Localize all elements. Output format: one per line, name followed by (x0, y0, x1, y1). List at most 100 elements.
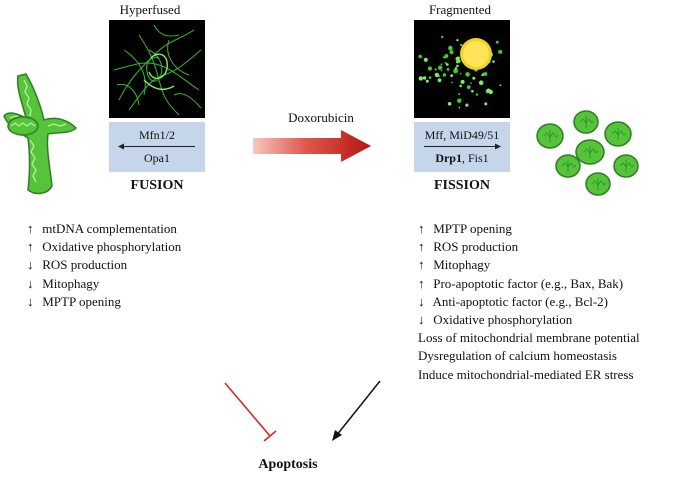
fusion-heading: FUSION (130, 178, 184, 193)
mito-punctum (438, 65, 443, 70)
mito-punctum (459, 84, 462, 88)
mito-punctum (425, 79, 429, 83)
fusion-protein-top: Mfn1/2 (139, 128, 175, 142)
mito-punctum (440, 63, 443, 66)
mito-punctum (458, 106, 461, 109)
list-item: ↑ mtDNA complementation (27, 221, 177, 236)
mito-punctum (448, 45, 453, 51)
mitochondrion-cristae (583, 146, 599, 158)
fusion-direction-line (119, 146, 195, 147)
mito-punctum (444, 62, 447, 64)
mito-punctum (472, 76, 476, 80)
list-item: ↑ Pro-apoptotic factor (e.g., Bax, Bak) (418, 275, 624, 291)
mitochondrion-cristae (561, 160, 577, 172)
list-item: ↓ Mitophagy (27, 275, 100, 291)
fission-protein-top: Mff, MiD49/51 (424, 128, 500, 142)
fusion-left-arrowhead (118, 143, 124, 150)
mito-punctum (492, 60, 495, 63)
mito-punctum (447, 102, 452, 106)
mito-punctum (418, 54, 422, 59)
mito-punctum (495, 40, 499, 44)
mito-punctum (434, 68, 437, 71)
mito-punctum (484, 102, 488, 106)
list-item: ↓ Anti-apoptotic factor (e.g., Bcl-2) (418, 293, 608, 309)
mito-punctum (423, 57, 428, 62)
fusion-protein-box: Mfn1/2 Opa1 (109, 122, 205, 172)
mito-punctum (470, 82, 472, 84)
mito-punctum (437, 78, 442, 83)
hyperfused-micrograph (109, 20, 205, 118)
doxorubicin-arrow (253, 130, 371, 162)
mito-punctum (443, 55, 447, 59)
list-item: Loss of mitochondrial membrane potential (418, 330, 640, 346)
mito-punctum (457, 98, 462, 103)
fragmented-micrograph (414, 20, 510, 118)
fission-effects-list: ↑ MPTP opening ↑ ROS production ↑ Mitoph… (418, 220, 640, 384)
fusion-protein-bottom: Opa1 (144, 151, 170, 165)
mito-punctum (454, 67, 458, 70)
mito-punctum (481, 73, 484, 77)
list-item: ↓ ROS production (27, 257, 128, 273)
fission-direction-line (424, 146, 500, 147)
mito-punctum (466, 85, 471, 89)
list-item: ↑ MPTP opening (418, 221, 512, 236)
mito-punctum (418, 76, 423, 81)
mito-punctum (499, 84, 502, 87)
mito-punctum (438, 75, 441, 78)
mito-punctum (445, 63, 449, 66)
fused-mitochondrion-icon (3, 73, 78, 195)
mito-punctum (427, 66, 432, 71)
mitochondrion-cristae (591, 178, 607, 190)
mito-punctum (449, 50, 454, 55)
list-item: ↓ MPTP opening (27, 293, 121, 309)
mito-punctum (483, 72, 488, 76)
mitochondrion-cristae (579, 116, 595, 128)
mito-punctum (471, 89, 474, 93)
mito-punctum (460, 43, 463, 47)
mito-punctum (441, 35, 444, 39)
mito-punctum (456, 39, 459, 42)
small-fused-mitochondrion-icon (7, 116, 39, 136)
mito-punctum (498, 49, 503, 54)
mito-punctum (459, 72, 462, 75)
list-item: ↑ ROS production (418, 239, 519, 255)
mito-punctum (478, 80, 484, 85)
fission-heading: FISSION (433, 178, 491, 193)
mito-punctum (456, 64, 459, 68)
mito-punctum (488, 89, 493, 95)
list-item: ↑ Oxidative phosphorylation (27, 239, 182, 255)
list-item: ↓ Oxidative phosphorylation (418, 312, 573, 328)
fusion-effects-list: ↑ mtDNA complementation ↑ Oxidative phos… (27, 220, 181, 311)
mito-punctum (428, 76, 432, 79)
list-item: Induce mitochondrial-mediated ER stress (418, 366, 634, 382)
fragmented-mitochondria-icon (536, 110, 639, 196)
mito-punctum (457, 59, 461, 63)
mito-punctum (451, 81, 453, 84)
list-item: ↑ Mitophagy (418, 257, 491, 273)
mito-punctum (465, 72, 470, 77)
fission-protein-box: Mff, MiD49/51 Drp1, Fis1 (414, 122, 510, 172)
fission-protein-bottom: Drp1, Fis1 (435, 151, 489, 165)
mito-punctum (456, 56, 460, 60)
mito-punctum (465, 103, 469, 107)
mitochondrion-cristae (619, 160, 635, 172)
mito-punctum (450, 74, 454, 77)
fission-promotes-apoptosis-arrow (332, 380, 381, 441)
mito-punctum (446, 68, 450, 71)
mito-punctum (422, 76, 427, 80)
hyperfused-label: Hyperfused (119, 2, 181, 17)
mitochondrion-cristae (543, 130, 559, 142)
fragmented-label: Fragmented (428, 2, 492, 17)
doxorubicin-label: Doxorubicin (288, 110, 354, 125)
mito-punctum (475, 93, 479, 96)
apoptosis-label: Apoptosis (258, 457, 318, 472)
mito-punctum (442, 73, 447, 77)
mitochondrion-cristae (611, 128, 627, 140)
list-item: Dysregulation of calcium homeostasis (418, 348, 617, 364)
fission-right-arrowhead (495, 143, 501, 150)
mito-punctum (460, 79, 465, 84)
mito-punctum (458, 93, 461, 96)
fusion-inhibits-apoptosis-line (224, 382, 277, 442)
mito-punctum (453, 68, 458, 74)
mito-punctum (434, 72, 440, 78)
